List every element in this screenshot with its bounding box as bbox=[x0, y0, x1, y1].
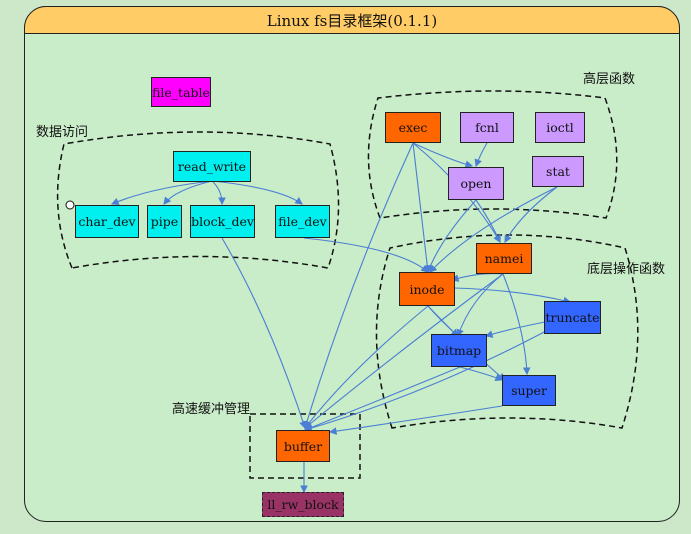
group-label-data-access: 数据访问 bbox=[36, 125, 89, 140]
node-super: super bbox=[502, 375, 556, 406]
node-file-table: file_table bbox=[151, 77, 211, 107]
node-ll-rw-block: ll_rw_block bbox=[262, 492, 344, 517]
node-file-dev: file_dev bbox=[275, 205, 330, 238]
node-truncate: truncate bbox=[544, 301, 601, 334]
node-read-write: read_write bbox=[173, 151, 251, 182]
node-open: open bbox=[448, 167, 504, 200]
node-namei: namei bbox=[476, 243, 532, 274]
node-inode: inode bbox=[399, 272, 455, 306]
node-pipe: pipe bbox=[147, 205, 182, 238]
group-label-high-level: 高层函数 bbox=[583, 72, 636, 87]
node-fcnl: fcnl bbox=[460, 112, 514, 143]
node-char-dev: char_dev bbox=[75, 205, 139, 238]
diagram-frame bbox=[24, 6, 680, 522]
diagram-title: Linux fs目录框架(0.1.1) bbox=[24, 6, 680, 34]
node-block-dev: block_dev bbox=[190, 205, 255, 238]
node-ioctl: ioctl bbox=[535, 112, 585, 143]
group-label-buffer-mgmt: 高速缓冲管理 bbox=[172, 402, 251, 417]
node-buffer: buffer bbox=[276, 430, 330, 462]
group-label-low-level: 底层操作函数 bbox=[587, 262, 666, 277]
node-bitmap: bitmap bbox=[431, 334, 487, 367]
node-exec: exec bbox=[385, 112, 441, 143]
node-stat: stat bbox=[532, 156, 584, 187]
